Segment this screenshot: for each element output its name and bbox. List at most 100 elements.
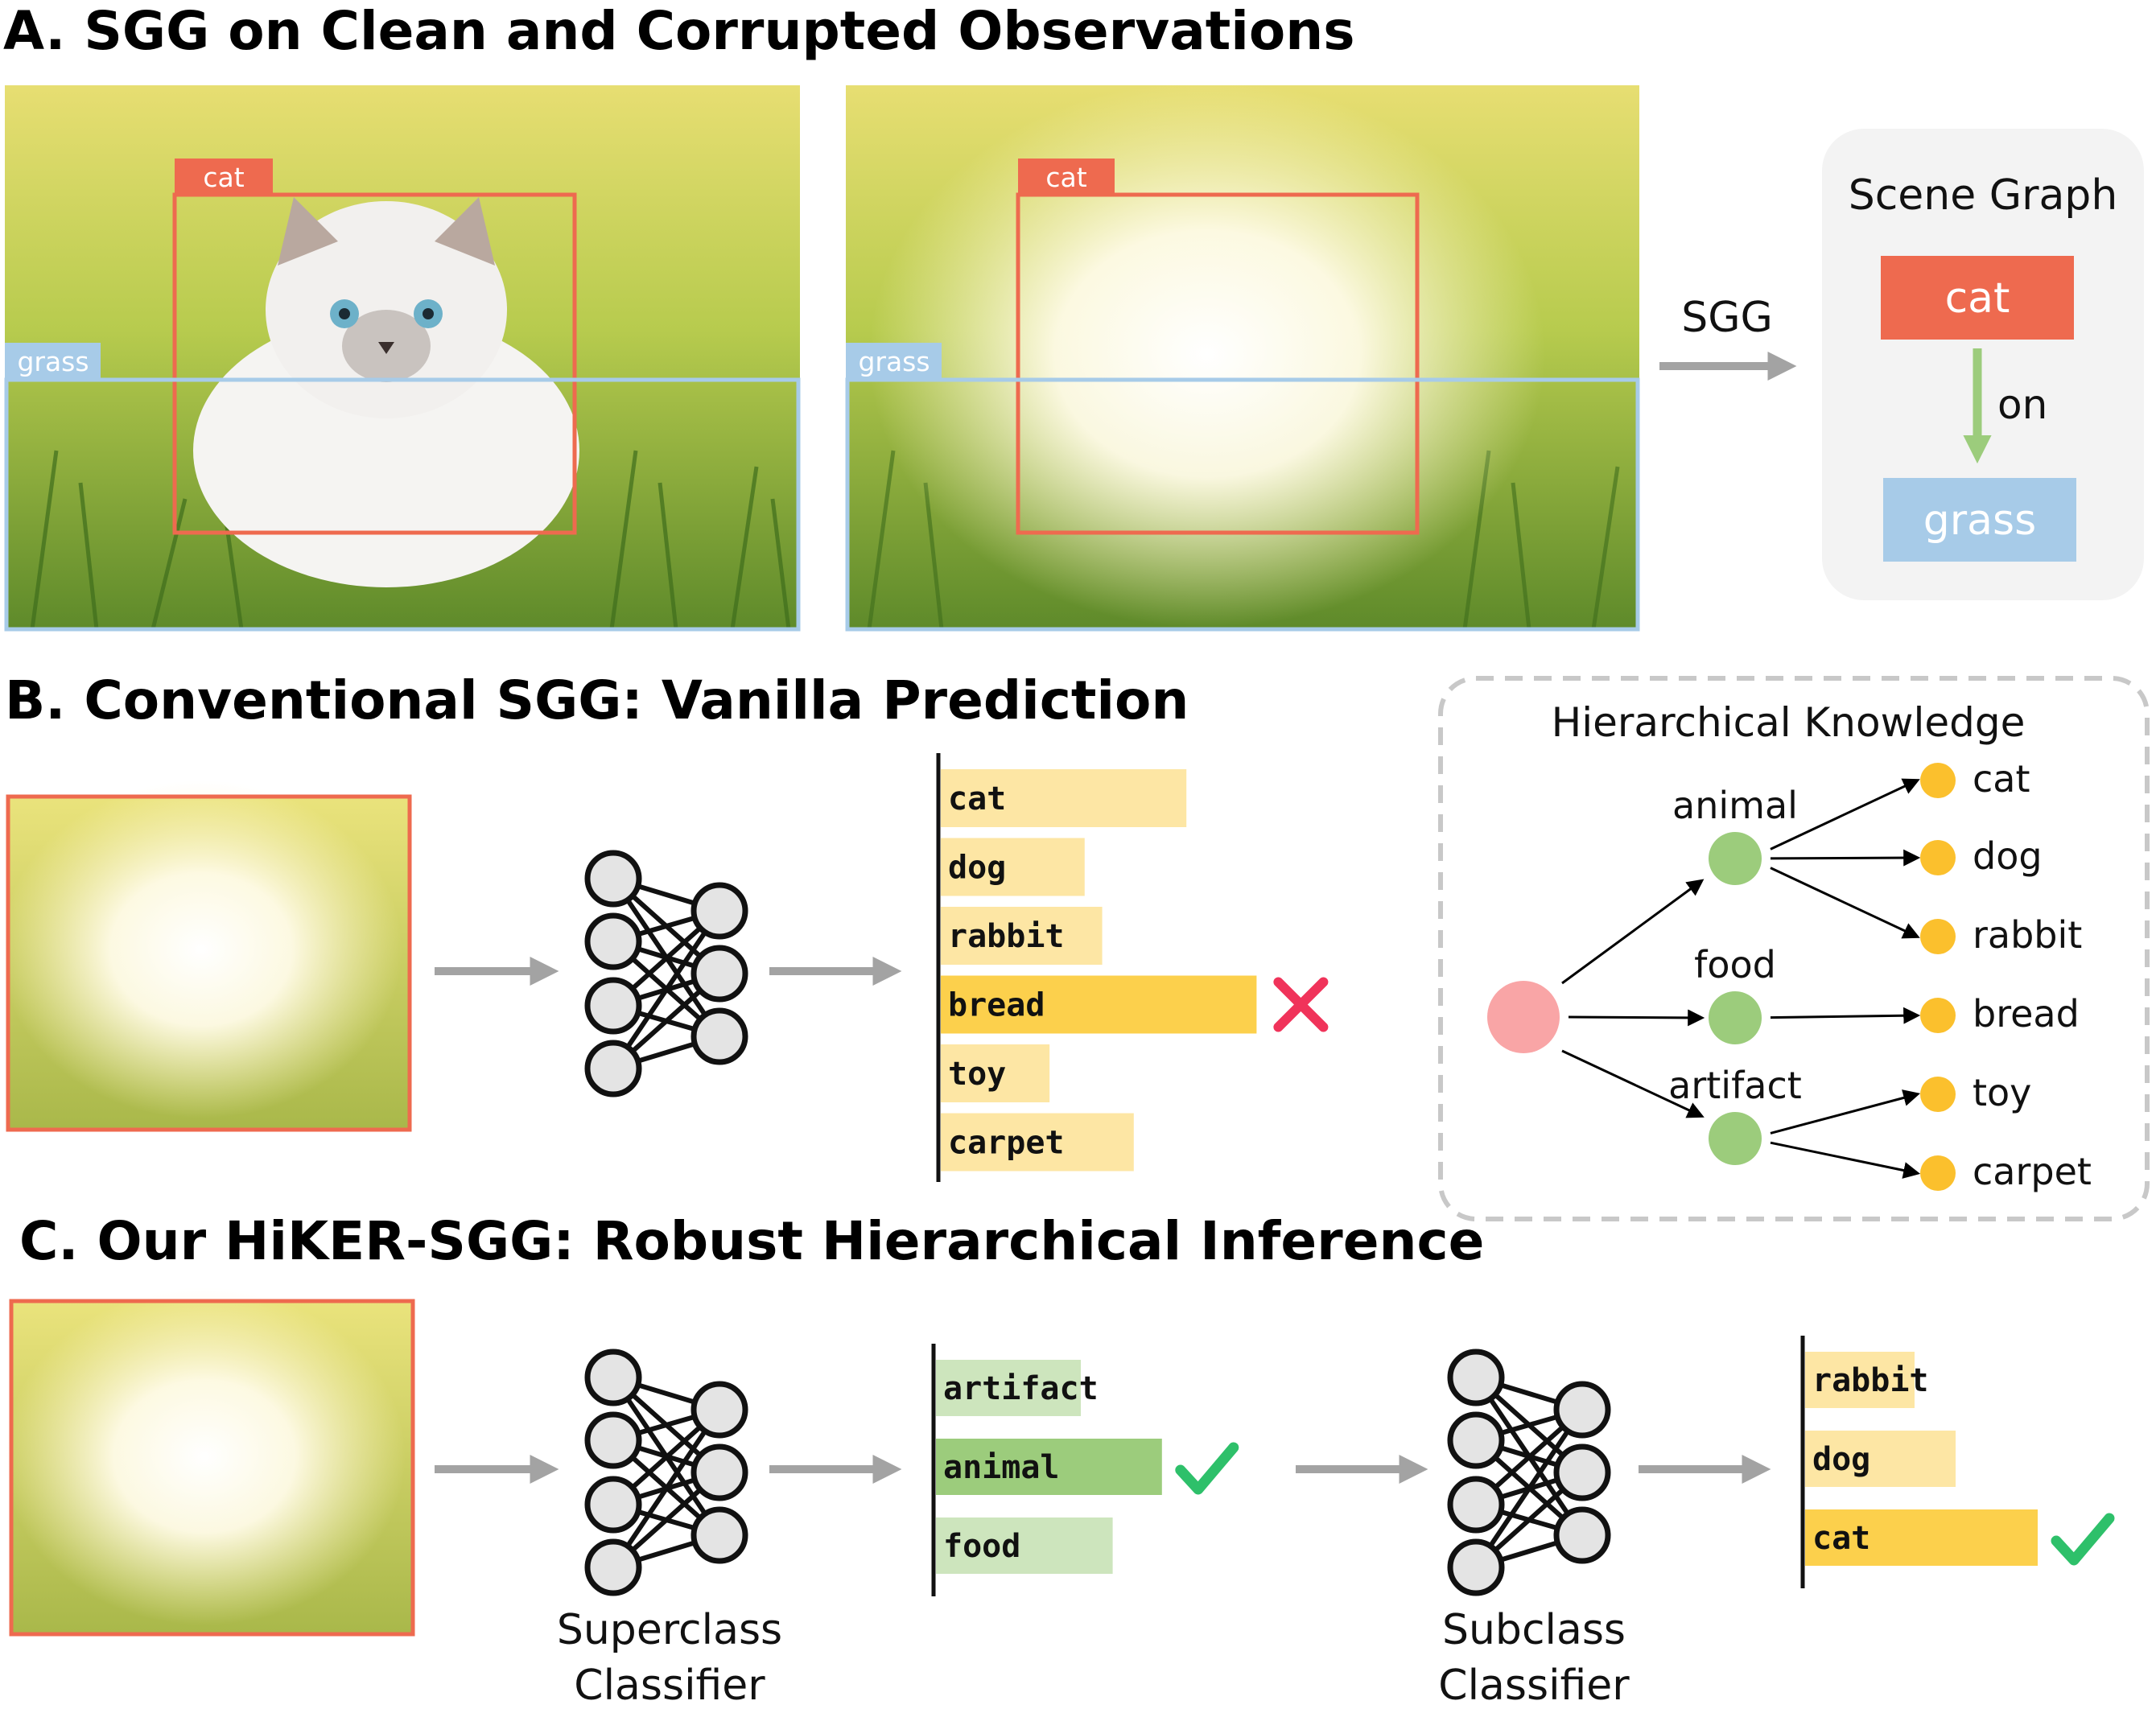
prediction-label: dog	[948, 850, 1006, 887]
prediction-label: rabbit	[1812, 1362, 1929, 1399]
superclass-node	[1709, 832, 1762, 885]
subclass-classifier-label-line1: Subclass	[1442, 1606, 1626, 1654]
network-neuron	[584, 1538, 642, 1596]
network-neuron	[1553, 1381, 1611, 1439]
network-neuron	[584, 912, 642, 970]
section-b-title-bold: Conventional SGG:	[84, 669, 643, 731]
tree-edge-superclass-to-class	[1770, 849, 1921, 867]
network-edge	[1474, 1408, 1585, 1569]
tree-edge-superclass-to-class	[1770, 1141, 1921, 1179]
network-neuron	[1447, 1411, 1505, 1469]
superclass-node	[1709, 991, 1762, 1044]
network-neuron	[1447, 1538, 1505, 1596]
scene-graph-subject-label: cat	[1945, 274, 2010, 323]
network-neuron	[1553, 1506, 1611, 1564]
tree-edge-superclass-to-class	[1770, 867, 1920, 939]
subclass-classifier-network	[1447, 1349, 1611, 1596]
clean-grass-tag	[5, 343, 101, 380]
prediction-label: carpet	[948, 1125, 1065, 1162]
scene-graph-object-label: grass	[1923, 496, 2036, 545]
clean-grass-bbox	[4, 377, 801, 632]
class-node-label: rabbit	[1973, 913, 2082, 957]
prediction-label: rabbit	[948, 918, 1065, 955]
superclass-node-label: animal	[1672, 784, 1798, 827]
corrupted-grass-bbox	[845, 377, 1640, 632]
corrupted-grass-label: grass	[858, 346, 930, 377]
prediction-label: food	[943, 1528, 1020, 1565]
prediction-bar	[936, 1439, 1162, 1495]
class-node	[1920, 1155, 1956, 1191]
prediction-bar	[941, 1113, 1134, 1172]
section-b-neural-network	[584, 850, 748, 1097]
knowledge-tree: catdograbbitanimalbreadfoodtoycarpetarti…	[1487, 757, 2092, 1193]
network-edge	[611, 1408, 722, 1569]
class-node	[1920, 763, 1956, 798]
network-neuron	[584, 850, 642, 908]
grass-blades	[30, 450, 791, 630]
prediction-bar	[1805, 1509, 2038, 1566]
section-b-input-border	[6, 794, 412, 1132]
prediction-bar	[936, 1518, 1113, 1574]
network-neuron	[584, 1476, 642, 1534]
class-node	[1920, 998, 1956, 1033]
network-neuron	[1447, 1476, 1505, 1534]
prediction-bar	[936, 1360, 1081, 1416]
section-b-letter: B.	[5, 669, 66, 731]
class-node	[1920, 919, 1956, 954]
superclass-classifier-label-line2: Classifier	[574, 1662, 765, 1709]
subclass-classifier-label-line2: Classifier	[1438, 1662, 1630, 1709]
network-neuron	[1553, 1443, 1611, 1501]
class-node	[1920, 840, 1956, 875]
scene-graph-title: Scene Graph	[1849, 171, 2118, 220]
corrupted-cat-label: cat	[1045, 162, 1086, 193]
prediction-bar	[941, 1044, 1050, 1102]
network-neuron	[690, 882, 748, 940]
network-neuron	[690, 945, 748, 1003]
superclass-node-label: food	[1694, 943, 1776, 986]
section-a-heading: A. SGG on Clean and Corrupted Observatio…	[3, 5, 1355, 58]
prediction-bar	[1805, 1352, 1915, 1408]
scene-graph-predicate: on	[1997, 381, 2047, 428]
check-icon	[1175, 1442, 1239, 1495]
prediction-label: cat	[948, 780, 1006, 817]
prediction-bar	[941, 975, 1257, 1034]
overexposure-glow	[869, 80, 1545, 628]
scene-graph-object-node	[1883, 478, 2076, 562]
corrupted-grass-tag	[846, 343, 942, 380]
tree-edge-superclass-to-class	[1770, 778, 1920, 850]
hierarchical-knowledge-panel: Hierarchical Knowledge catdograbbitanima…	[1438, 676, 2150, 1221]
prediction-bar	[941, 907, 1103, 965]
section-c-heading: C. Our HiKER-SGG: Robust Hierarchical In…	[19, 1215, 1484, 1268]
scene-graph-subject-node	[1881, 256, 2074, 340]
class-node-label: cat	[1973, 757, 2030, 801]
tree-edge-superclass-to-class	[1770, 1089, 1921, 1135]
section-c-corrupted-input	[3, 1287, 415, 1637]
superclass-classifier-network	[584, 1349, 748, 1596]
network-neuron	[690, 1381, 748, 1439]
network-neuron	[584, 977, 642, 1035]
network-neuron	[584, 1040, 642, 1097]
prediction-bar	[941, 838, 1085, 896]
corrupted-observation-image: cat grass	[845, 80, 1640, 632]
network-edge	[611, 909, 722, 1070]
network-neuron	[690, 1007, 748, 1065]
tree-edge-root-to-superclass	[1561, 1049, 1705, 1118]
check-icon	[2051, 1513, 2115, 1566]
corrupted-cat-tag	[1018, 159, 1115, 196]
section-c-title-bold: Our HiKER-SGG:	[97, 1210, 575, 1272]
clean-grass-label: grass	[17, 346, 89, 377]
sgg-arrow-label: SGG	[1681, 294, 1773, 342]
network-neuron	[584, 1411, 642, 1469]
network-neuron	[584, 1349, 642, 1406]
clean-cat-label: cat	[203, 162, 244, 193]
network-neuron	[690, 1443, 748, 1501]
clean-cat-bbox	[172, 192, 577, 535]
section-b-title-rest: Vanilla Prediction	[661, 669, 1189, 731]
section-a-letter: A.	[3, 0, 66, 62]
section-b-corrupted-input	[0, 780, 412, 1132]
tree-edge-superclass-to-class	[1770, 1007, 1921, 1024]
superclass-node	[1709, 1112, 1762, 1165]
prediction-label: animal	[943, 1449, 1060, 1486]
